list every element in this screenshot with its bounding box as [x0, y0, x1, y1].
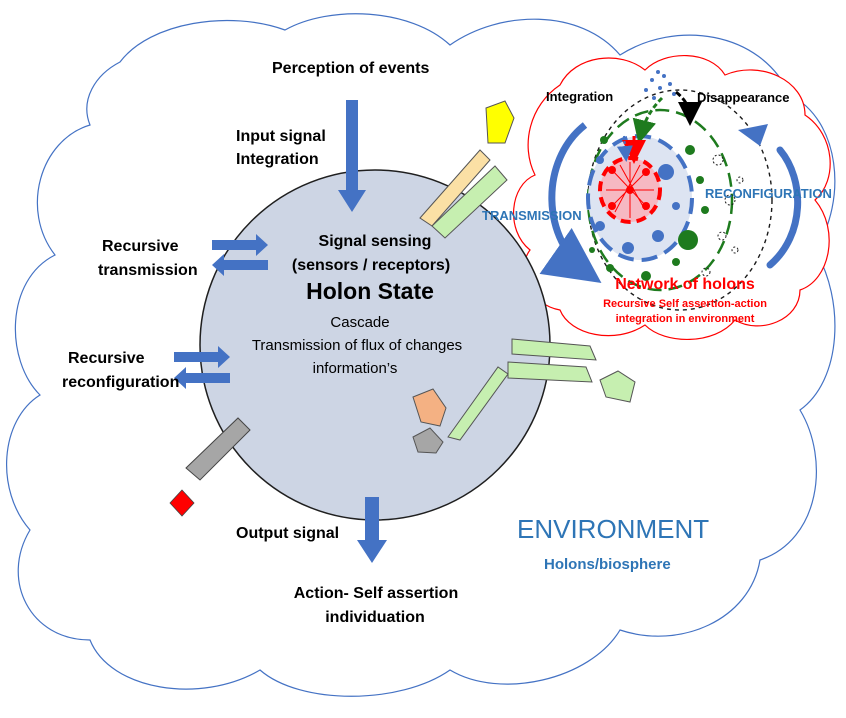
signal-sensing-label: Signal sensing: [318, 233, 432, 250]
output-arrow: [357, 497, 387, 563]
receptor-green-bar: [431, 165, 508, 239]
receptor-tan-bar: [419, 149, 491, 227]
informations-label: information’s: [312, 360, 398, 377]
network-blue-node: [596, 156, 604, 164]
receptor-green-bar-lower: [507, 361, 593, 383]
network-green-node: [641, 271, 651, 281]
input-arrow: [338, 100, 366, 212]
reconfiguration-caps-label: RECONFIGURATION: [705, 186, 832, 201]
integration-arrow: [632, 96, 664, 144]
perception-label: Perception of events: [272, 60, 430, 77]
network-outer-ellipse: [587, 89, 773, 311]
reconfiguration-curved-arrow: [766, 146, 802, 269]
network-red-node: [608, 166, 616, 174]
network-blue-node: [658, 164, 674, 180]
red-diamond: [169, 489, 195, 517]
holon-state-title: Holon State: [306, 278, 434, 304]
transmission-flux-label: Transmission of flux of changes: [251, 337, 463, 354]
holons-biosphere-label: Holons/biosphere: [544, 556, 671, 573]
output-signal-label: Output signal: [236, 525, 340, 542]
recursive-transmission-arrows: [212, 234, 268, 276]
recursive-reconfiguration-arrows: [174, 346, 230, 389]
transmission-curved-arrow: [539, 122, 602, 284]
environment-title: ENVIRONMENT: [517, 514, 710, 544]
network-green-node: [685, 145, 695, 155]
receptor-green-pentagon: [599, 370, 636, 403]
network-green-node: [606, 264, 614, 272]
receptor-green-bar-upper: [511, 338, 597, 361]
network-red-node: [626, 186, 634, 194]
action-label-2: individuation: [325, 609, 425, 626]
network-of-holons-title: Network of holons: [615, 276, 755, 293]
network-green-node: [678, 230, 698, 250]
receptor-green-diagonal: [447, 366, 509, 441]
gray-bar: [185, 417, 251, 481]
integration-label: Integration: [546, 89, 614, 104]
transmission-caps-label: TRANSMISSION: [482, 208, 582, 223]
inner-blue-arrow: [616, 135, 633, 162]
input-signal-label: Input signal: [236, 128, 326, 145]
recursive-reconfiguration-label-2: reconfiguration: [62, 374, 180, 391]
network-green-node: [600, 136, 608, 144]
recursive-transmission-label-1: Recursive: [102, 238, 179, 255]
network-green-node: [701, 206, 709, 214]
incoming-particles: [644, 70, 676, 100]
disappearance-label: Disappearance: [697, 90, 790, 105]
disappearance-arrow: [675, 90, 702, 126]
action-label-1: Action- Self assertion: [293, 585, 459, 602]
reconfiguration-arrow-head: [738, 124, 768, 146]
network-red-node: [608, 202, 616, 210]
cascade-label: Cascade: [330, 314, 390, 331]
recursive-self-assertion-label-2: integration in environment: [615, 313, 755, 325]
network-blue-node: [622, 242, 634, 254]
recursive-reconfiguration-label-1: Recursive: [68, 350, 145, 367]
network-green-node: [589, 247, 595, 253]
orange-shape: [412, 388, 447, 427]
gray-pentagon: [412, 427, 444, 454]
input-integration-label: Integration: [236, 151, 319, 168]
network-red-node: [642, 202, 650, 210]
network-green-node: [672, 258, 680, 266]
network-blue-node: [595, 221, 605, 231]
network-red-node: [642, 168, 650, 176]
network-blue-node: [672, 202, 680, 210]
receptor-yellow-pentagon: [485, 100, 515, 144]
network-green-node: [696, 176, 704, 184]
recursive-self-assertion-label-1: Recursive Self assertion-action: [603, 298, 767, 310]
recursive-transmission-label-2: transmission: [98, 262, 198, 279]
network-blue-node: [652, 230, 664, 242]
network-dotted-nodes: [701, 154, 744, 277]
sensors-receptors-label: (sensors / receptors): [291, 257, 451, 274]
